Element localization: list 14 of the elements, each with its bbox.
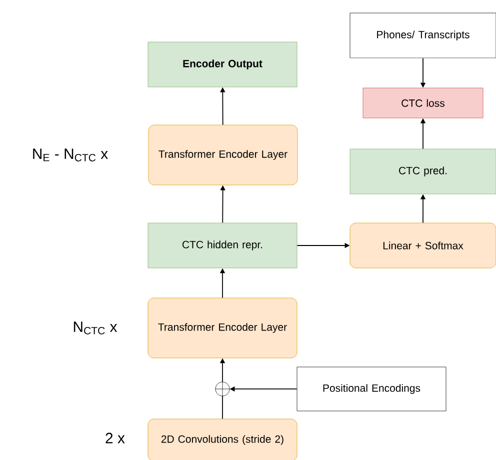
loss-box: CTC loss [362, 88, 484, 118]
prediction-box: CTC pred. [350, 148, 496, 194]
target-box: Phones/ Transcripts [350, 12, 496, 58]
softmax-box: Linear + Softmax [350, 222, 496, 268]
layer-box: Transformer Encoder Layer [148, 298, 298, 358]
hidden-box: CTC hidden repr. [148, 222, 298, 268]
sum-symbol [215, 382, 230, 396]
multiplier-label: N$_{E}$ - N$_{CTC}$ x [33, 148, 108, 162]
convolution-box: 2D Convolutions (stride 2) [148, 418, 298, 460]
layer-box: Transformer Encoder Layer [148, 124, 298, 186]
input-box: Positional Encodings [296, 366, 446, 412]
multiplier-label: N$_{CTC}$ x [74, 322, 118, 334]
output-box: Encoder Output [148, 42, 298, 88]
multiplier-label: 2 x [106, 432, 125, 444]
